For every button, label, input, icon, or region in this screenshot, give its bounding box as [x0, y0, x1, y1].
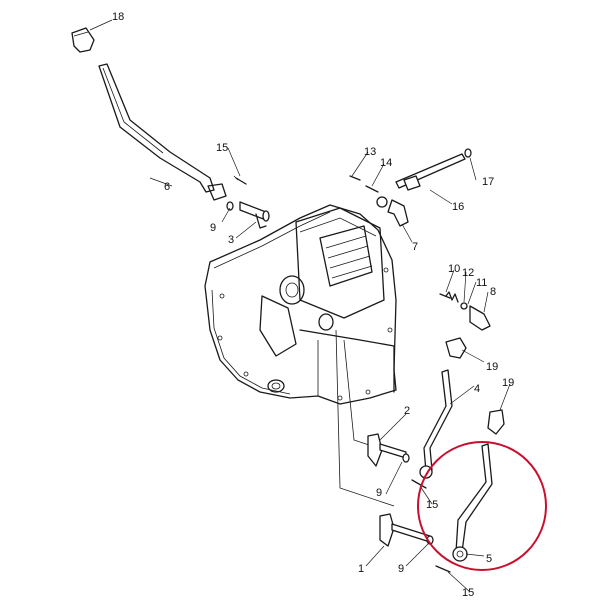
- callout-18: 18: [112, 11, 124, 23]
- part-16-shift-rod: [395, 148, 472, 191]
- callout-labels: 18 6 15 9 3 13 14 16 17 7 10 12 11 8 19 …: [112, 11, 514, 599]
- leader-lines: [89, 19, 511, 593]
- callout-4: 4: [474, 383, 480, 395]
- highlight-circle: [417, 441, 547, 571]
- part-6-shift-lever: [98, 63, 227, 201]
- callout-15-middle: 15: [426, 499, 438, 511]
- part-3-shaft: [226, 201, 270, 229]
- part-8-plunger-set: [439, 291, 491, 331]
- part-15-pin-lower: [435, 565, 451, 573]
- callout-3: 3: [228, 234, 234, 246]
- shift-rod-guides: [335, 329, 395, 507]
- part-19-cap-upper: [445, 337, 467, 359]
- callout-11: 11: [476, 277, 487, 289]
- callout-19-lower: 19: [502, 377, 514, 389]
- transmission-case: [204, 204, 397, 405]
- callout-5: 5: [486, 553, 492, 565]
- callout-13: 13: [364, 146, 376, 158]
- part-2-shift-fork: [367, 433, 407, 467]
- part-9-washer-middle: [402, 453, 410, 463]
- callout-14: 14: [380, 157, 392, 169]
- callout-9-middle: 9: [376, 487, 382, 499]
- part-15-pin-middle: [411, 479, 427, 489]
- callout-8: 8: [490, 286, 496, 298]
- callout-12: 12: [462, 267, 474, 279]
- callout-10: 10: [448, 263, 460, 275]
- part-19-cap-lower: [487, 409, 505, 435]
- callout-17: 17: [482, 176, 494, 188]
- part-15-pin-upper: [233, 175, 247, 185]
- part-5-shift-lever: [452, 443, 493, 562]
- callout-2: 2: [404, 405, 410, 417]
- callout-16: 16: [452, 201, 464, 213]
- callout-9-upper: 9: [210, 222, 216, 234]
- part-18-knob: [71, 27, 95, 53]
- callout-1: 1: [358, 563, 364, 575]
- callout-19-upper: 19: [486, 361, 498, 373]
- callout-9-lower: 9: [398, 563, 404, 575]
- part-7-shift-fork-upper: [349, 175, 409, 227]
- callout-15-upper: 15: [216, 142, 228, 154]
- callout-6: 6: [164, 181, 170, 193]
- callout-7: 7: [412, 241, 418, 253]
- callout-15-lower: 15: [462, 587, 474, 599]
